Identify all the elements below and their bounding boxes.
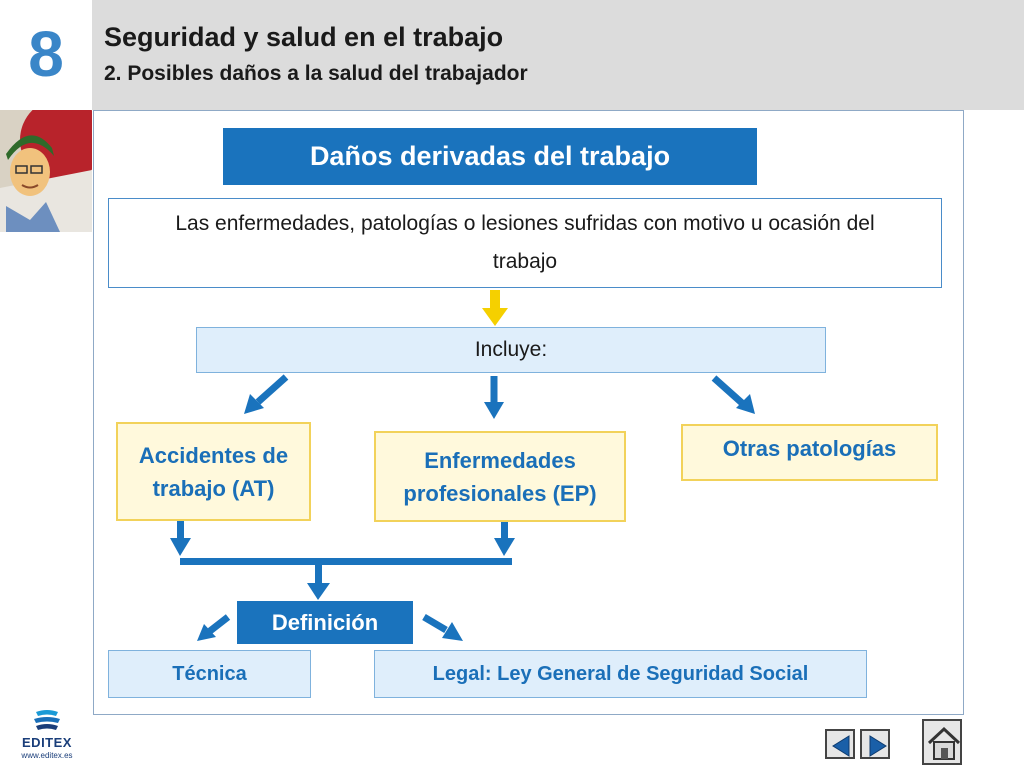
category-otras: Otras patologías	[722, 436, 897, 461]
triangle-right-icon	[869, 735, 887, 757]
description-text: Las enfermedades, patologías o lesiones …	[175, 212, 875, 273]
unit-number-panel: 8	[0, 0, 92, 110]
diagram-title-box: Daños derivadas del trabajo	[223, 128, 757, 185]
definition-tecnica-box: Técnica	[108, 650, 311, 698]
editex-logo	[14, 708, 80, 764]
definition-legal-box: Legal: Ley General de Seguridad Social	[374, 650, 867, 698]
description-box: Las enfermedades, patologías o lesiones …	[108, 198, 942, 288]
logo-text: EDITEX	[22, 735, 72, 750]
house-icon	[927, 726, 961, 760]
triangle-left-icon	[832, 735, 850, 757]
page-subtitle: 2. Posibles daños a la salud del trabaja…	[104, 62, 528, 85]
header-bar	[92, 0, 1024, 110]
includes-box: Incluye:	[196, 327, 826, 373]
definition-label: Definición	[271, 609, 379, 635]
unit-number: 8	[28, 18, 64, 90]
category-accidentes-box: Accidentes de trabajo (AT)	[116, 422, 311, 521]
home-button[interactable]	[922, 719, 962, 765]
page-title: Seguridad y salud en el trabajo	[104, 22, 504, 52]
category-enfermedades: Enfermedades profesionales (EP)	[403, 447, 597, 506]
definition-tecnica: Técnica	[172, 662, 247, 685]
category-accidentes: Accidentes de trabajo (AT)	[138, 442, 289, 501]
includes-label: Incluye:	[474, 338, 548, 361]
definition-legal: Legal: Ley General de Seguridad Social	[432, 662, 809, 685]
worker-illustration	[0, 110, 92, 232]
diagram-title: Daños derivadas del trabajo	[309, 141, 671, 171]
previous-slide-button[interactable]	[825, 729, 855, 759]
next-slide-button[interactable]	[860, 729, 890, 759]
definition-box: Definición	[237, 601, 413, 644]
category-enfermedades-box: Enfermedades profesionales (EP)	[374, 431, 626, 522]
category-otras-box: Otras patologías	[681, 424, 938, 481]
logo-url: www.editex.es	[21, 751, 73, 760]
